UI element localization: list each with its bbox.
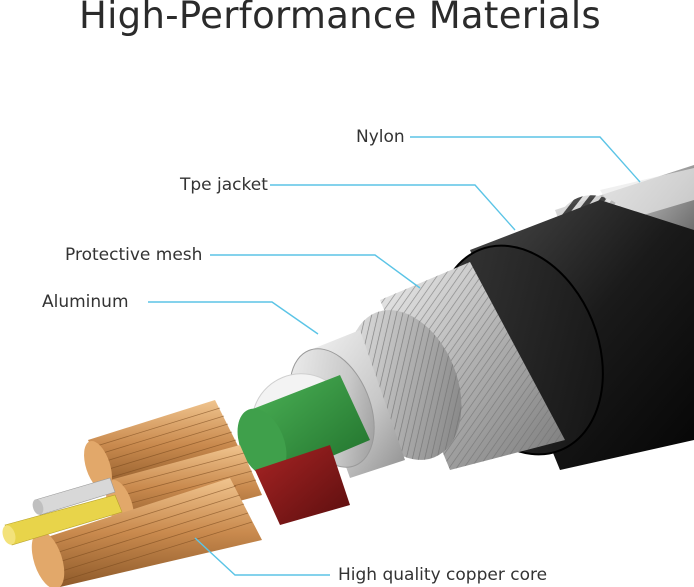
copper-bundle-top <box>84 400 240 492</box>
leader-lines <box>148 136 641 576</box>
label-protective-mesh: Protective mesh <box>65 245 203 265</box>
leader-protective-mesh <box>210 254 421 289</box>
leader-aluminum <box>148 301 319 335</box>
label-copper-core: High quality copper core <box>338 565 548 585</box>
copper-bundle-bottom <box>31 478 262 587</box>
label-tpe-jacket: Tpe jacket <box>180 175 268 195</box>
tinned-wire <box>32 477 116 516</box>
label-nylon: Nylon <box>356 127 405 147</box>
red-conductor <box>255 445 350 525</box>
green-conductor <box>237 375 370 478</box>
leader-nylon <box>410 136 641 183</box>
label-aluminum: Aluminum <box>42 292 129 312</box>
leader-copper-core <box>194 537 330 576</box>
leader-tpe-jacket <box>270 184 516 231</box>
page-title: High-Performance Materials <box>78 0 601 37</box>
yellow-wire <box>2 494 123 546</box>
